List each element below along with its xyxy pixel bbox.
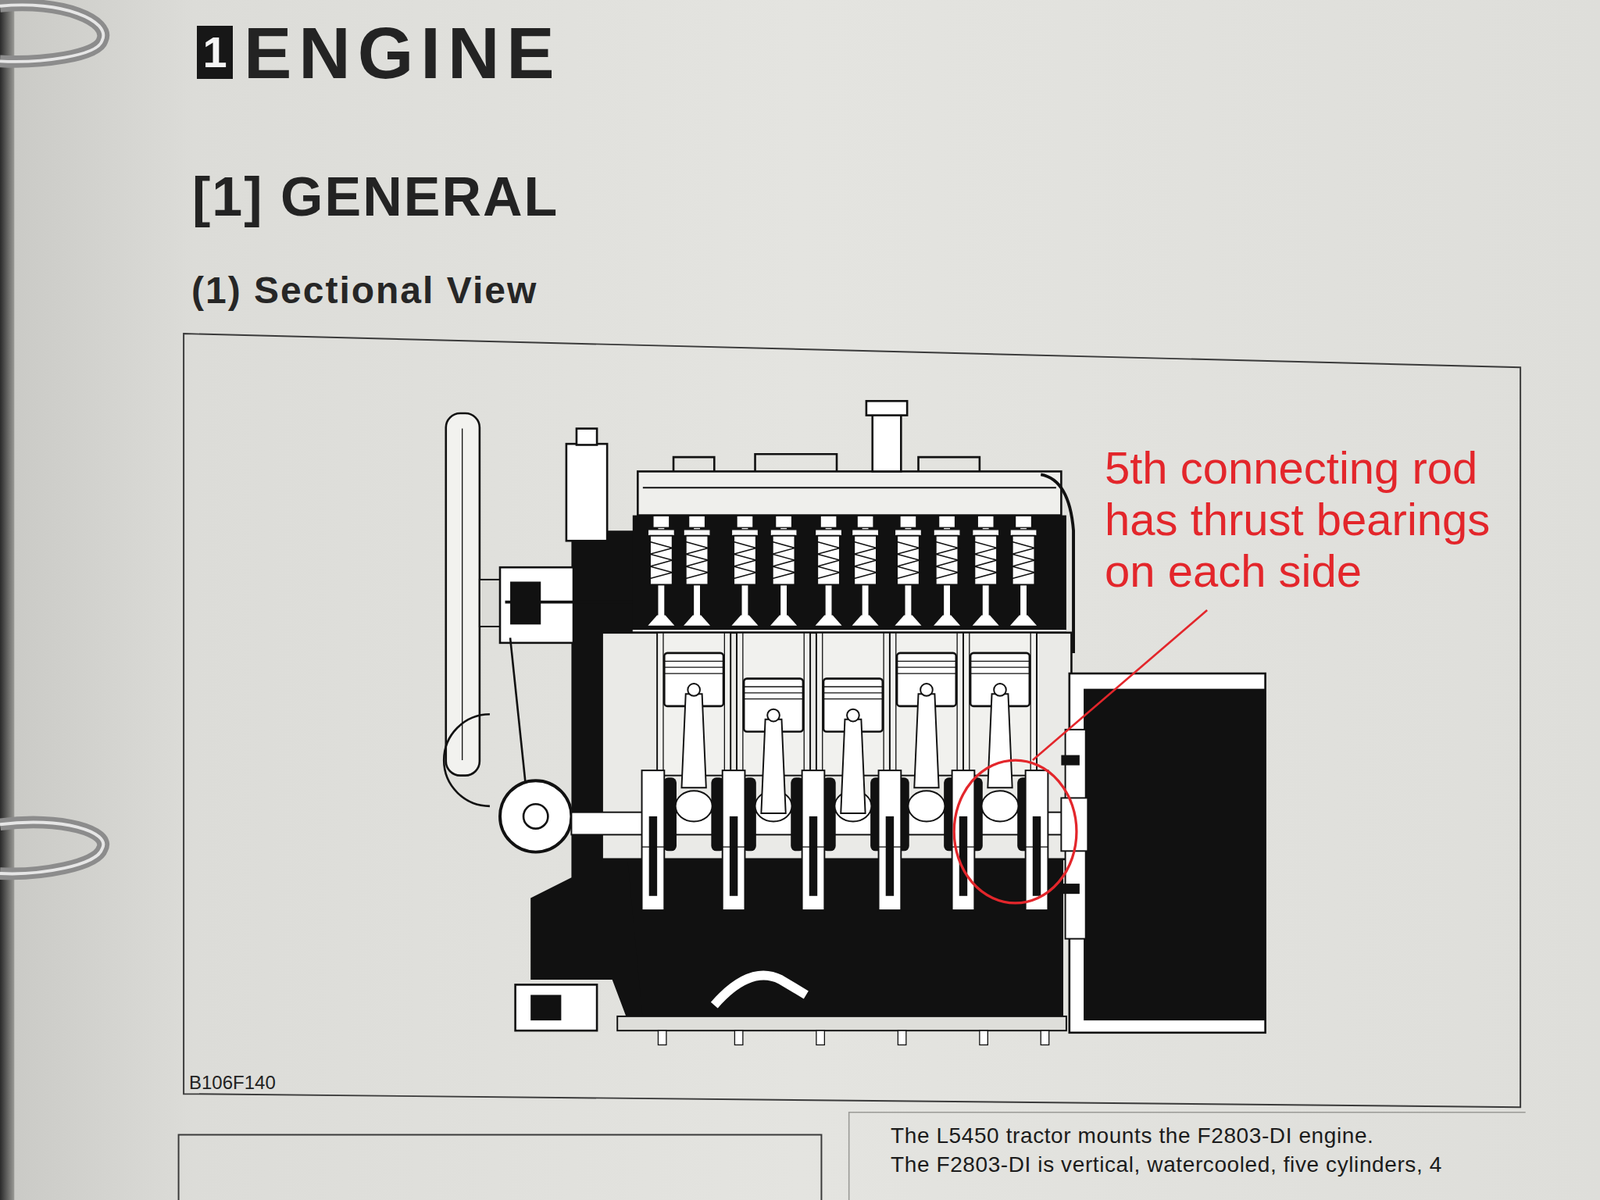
leader-line (1032, 610, 1208, 761)
crank-pulley (500, 780, 572, 852)
body-text: The L5450 tractor mounts the F2803-DI en… (890, 1123, 1374, 1149)
callout-circle (953, 760, 1077, 904)
flywheel-housing (1069, 673, 1266, 1033)
annotation-note: 5th connecting rod has thrust bearings o… (1104, 442, 1531, 597)
water-pump (500, 567, 574, 643)
next-figure-frame (178, 1134, 822, 1200)
binder-ring (0, 4, 104, 61)
valve-cover (637, 471, 1061, 515)
figure-code: B106F140 (189, 1071, 276, 1094)
thermostat-housing (566, 443, 608, 541)
body-text: The F2803-DI is vertical, watercooled, f… (890, 1152, 1443, 1178)
figure-heading: (1) Sectional View (191, 268, 538, 312)
section-heading: [1] GENERAL (192, 165, 559, 229)
binder-edge (0, 0, 15, 1200)
cooling-fan (446, 413, 480, 776)
binder-ring (0, 821, 104, 874)
next-figure-frame (849, 1112, 1526, 1200)
section-number: 1 (202, 30, 227, 75)
page-title: ENGINE (243, 14, 562, 93)
oil-pan (627, 859, 1064, 1029)
section-number-box: 1 (196, 25, 233, 79)
